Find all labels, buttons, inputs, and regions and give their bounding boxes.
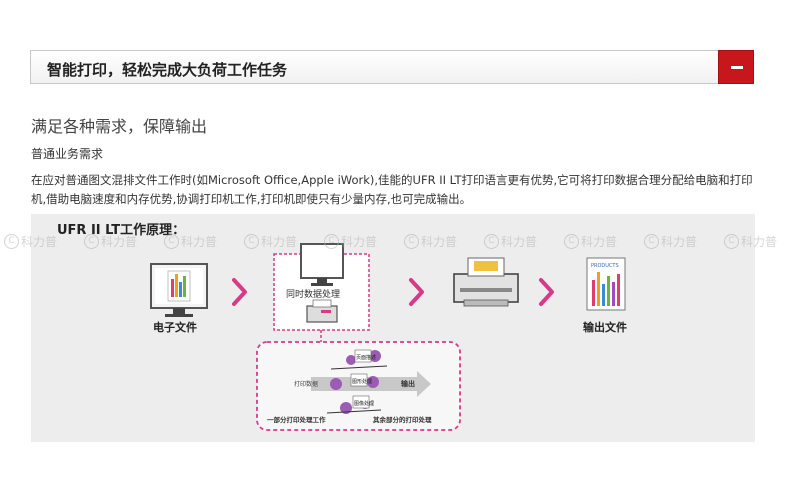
monitor-icon bbox=[150, 263, 208, 317]
collapse-toggle-button[interactable] bbox=[718, 50, 754, 84]
section-header: 智能打印，轻松完成大负荷工作任务 bbox=[30, 50, 754, 84]
output-file-label: 输出文件 bbox=[583, 320, 627, 334]
subheading: 满足各种需求，保障输出 bbox=[31, 117, 208, 136]
stage-label-2: 图形处理 bbox=[352, 378, 372, 385]
arrow-icon bbox=[409, 278, 424, 306]
simultaneous-processing-label: 同时数据处理 bbox=[286, 288, 340, 300]
remaining-print-label: 其余部分的打印处理 bbox=[373, 415, 432, 424]
arrow-icon bbox=[232, 278, 247, 306]
output-label: 输出 bbox=[401, 379, 415, 388]
watermark-logo-icon: C bbox=[4, 233, 19, 249]
products-label: PRODUCTS bbox=[591, 263, 619, 269]
section-label: 普通业务需求 bbox=[31, 147, 104, 161]
ufr-diagram-graphic: UFR II LT工作原理： 电子文件 同时数据处理 bbox=[57, 222, 627, 431]
diagram-title: UFR II LT工作原理： bbox=[57, 222, 185, 238]
description-paragraph: 在应对普通图文混排文件工作时(如Microsoft Office,Apple i… bbox=[31, 173, 753, 206]
electronic-file-label: 电子文件 bbox=[153, 320, 197, 334]
stage-label-1: 页面描述 bbox=[356, 354, 376, 361]
partial-print-label: 一部分打印处理工作 bbox=[267, 415, 326, 424]
stage-label-3: 图像处理 bbox=[354, 400, 374, 407]
printer-icon bbox=[453, 257, 519, 307]
section-title: 智能打印，轻松完成大负荷工作任务 bbox=[47, 61, 288, 79]
minus-icon bbox=[731, 66, 743, 69]
ufr-diagram: UFR II LT工作原理： 电子文件 同时数据处理 bbox=[31, 214, 755, 442]
document-icon: PRODUCTS bbox=[586, 257, 626, 311]
monitor-icon bbox=[300, 243, 344, 286]
printer-icon bbox=[306, 299, 338, 323]
arrow-icon bbox=[539, 278, 554, 306]
print-data-label: 打印数据 bbox=[294, 380, 318, 388]
